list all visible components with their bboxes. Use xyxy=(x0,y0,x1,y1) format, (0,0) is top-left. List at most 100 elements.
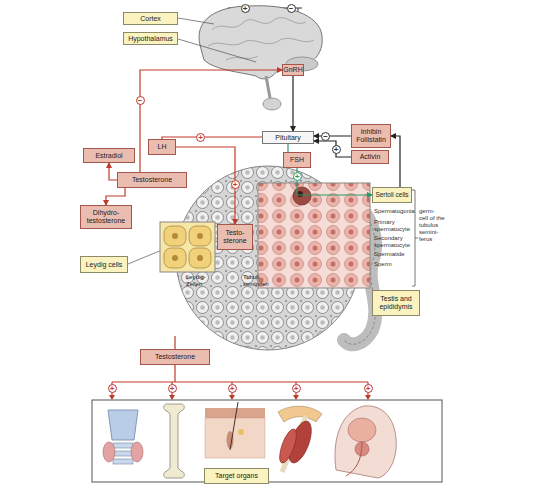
skin-illustration xyxy=(205,402,265,458)
signal-arrow xyxy=(314,135,351,136)
leydig-inset-part xyxy=(172,255,178,261)
leydig-inset-part xyxy=(189,226,211,246)
hormone-box: Dihydro- testosterone xyxy=(80,205,132,229)
node-text: Hypothalamus xyxy=(128,35,173,43)
node-text: Testosterone xyxy=(155,353,195,361)
leydig-inset-part xyxy=(160,222,215,272)
sign-symbol: − xyxy=(136,96,145,105)
brain-part xyxy=(266,76,270,98)
sign-symbol: − xyxy=(321,132,330,141)
hormone-box: Activin xyxy=(351,150,389,164)
larynx-illustration xyxy=(103,410,143,464)
leydig-inset-part xyxy=(197,255,203,261)
sign-symbol: + xyxy=(364,384,373,393)
skin-illustration-part xyxy=(205,418,265,458)
node-text: Dihydro- testosterone xyxy=(82,209,130,225)
label-box: Testis and epididymis xyxy=(372,290,420,316)
sign-symbol: + xyxy=(231,180,240,189)
prostate-illustration-part xyxy=(348,418,376,442)
muscle-illustration-part xyxy=(278,406,322,422)
brain-part xyxy=(263,98,281,110)
cell-label: germ- cell of the tubulus semini- ferus xyxy=(419,208,445,243)
cell-label: Primary spermatocyte xyxy=(374,219,412,233)
cell-label: Spermatide xyxy=(374,251,412,258)
sign-symbol: + xyxy=(196,133,205,142)
signal-arrow xyxy=(162,137,262,139)
node-text: Testis and epididymis xyxy=(374,295,418,311)
larynx-illustration-part xyxy=(113,459,133,464)
prostate-illustration xyxy=(335,406,396,478)
label-box: Leydig cells xyxy=(80,256,128,273)
testosterone-output-line-part xyxy=(174,336,175,349)
sign-symbol: + xyxy=(332,145,341,154)
label-box: Target organs xyxy=(204,468,269,484)
larynx-illustration-part xyxy=(103,442,115,462)
cell-label: Secondary spermatocyte xyxy=(374,235,412,249)
sign-symbol: + xyxy=(108,384,117,393)
skin-illustration-part xyxy=(205,408,265,418)
node-text: Pituitary xyxy=(275,134,300,142)
skin-illustration-part xyxy=(238,429,244,435)
sign-symbol: − xyxy=(287,4,296,13)
node-text: Activin xyxy=(360,153,381,161)
muscle-illustration-part xyxy=(276,427,300,465)
prostate-illustration-part xyxy=(346,442,362,476)
label-box: Hypothalamus xyxy=(123,32,178,45)
tubule-zoom-inset-part xyxy=(258,183,370,288)
tubule-zoom-inset-part xyxy=(293,187,311,205)
larynx-illustration-part xyxy=(113,443,133,448)
cell-label: Leydig- Zellen xyxy=(186,274,218,288)
hormone-box: Estradiol xyxy=(83,148,135,163)
node-text: LH xyxy=(158,143,167,151)
sertoli-bracket-part xyxy=(412,190,418,286)
signal-arrow xyxy=(391,136,400,187)
signal-arrow xyxy=(292,76,293,131)
organ-box: Pituitary xyxy=(262,131,314,144)
node-text: FSH xyxy=(290,156,304,164)
larynx-illustration-part xyxy=(131,442,143,462)
larynx-illustration-part xyxy=(108,410,138,440)
node-text: Estradiol xyxy=(95,152,122,160)
prostate-illustration-part xyxy=(335,406,396,478)
brain-part xyxy=(199,6,322,79)
sertoli-bracket xyxy=(412,190,418,286)
signal-arrow xyxy=(314,141,351,157)
hormone-box: FSH xyxy=(283,152,311,168)
label-box: Cortex xyxy=(123,12,178,25)
node-text: GnRH xyxy=(283,66,302,74)
signal-arrow xyxy=(140,70,282,172)
signal-arrow xyxy=(287,144,288,152)
testosterone-output-line xyxy=(109,336,371,400)
leydig-inset-part xyxy=(172,233,178,239)
label-box: Sertoli cells xyxy=(372,187,412,203)
cell-label: Sperm xyxy=(374,261,412,268)
muscle-illustration xyxy=(276,406,322,472)
testosterone-output-line-part xyxy=(109,395,371,400)
tubule-zoom-inset-part xyxy=(297,191,303,197)
brain-part xyxy=(208,18,314,60)
sign-symbol: + xyxy=(228,384,237,393)
node-text: Testosterone xyxy=(132,176,172,184)
hormone-box: Testosterone xyxy=(140,349,210,365)
testosterone-output-line-part xyxy=(112,365,368,396)
cell-label: Tubuli seminiferi xyxy=(243,274,283,288)
tubule-zoom-inset xyxy=(258,183,370,288)
brain xyxy=(199,6,322,110)
node-text: Inhibin Follistatin xyxy=(353,128,389,144)
leydig-inset xyxy=(160,222,215,272)
node-text: Testo- sterone xyxy=(219,229,251,245)
cell-label: Spermatogonia xyxy=(374,208,412,215)
node-text: Leydig cells xyxy=(86,261,123,269)
leydig-inset-part xyxy=(197,233,203,239)
sign-symbol: + xyxy=(293,172,302,181)
sign-symbol: + xyxy=(241,4,250,13)
hormone-box: LH xyxy=(148,139,176,155)
node-text: Cortex xyxy=(140,15,161,23)
skin-illustration-part xyxy=(230,402,238,450)
hormone-box: GnRH xyxy=(282,64,304,76)
larynx-illustration-part xyxy=(113,451,133,456)
node-text: Target organs xyxy=(215,472,258,480)
